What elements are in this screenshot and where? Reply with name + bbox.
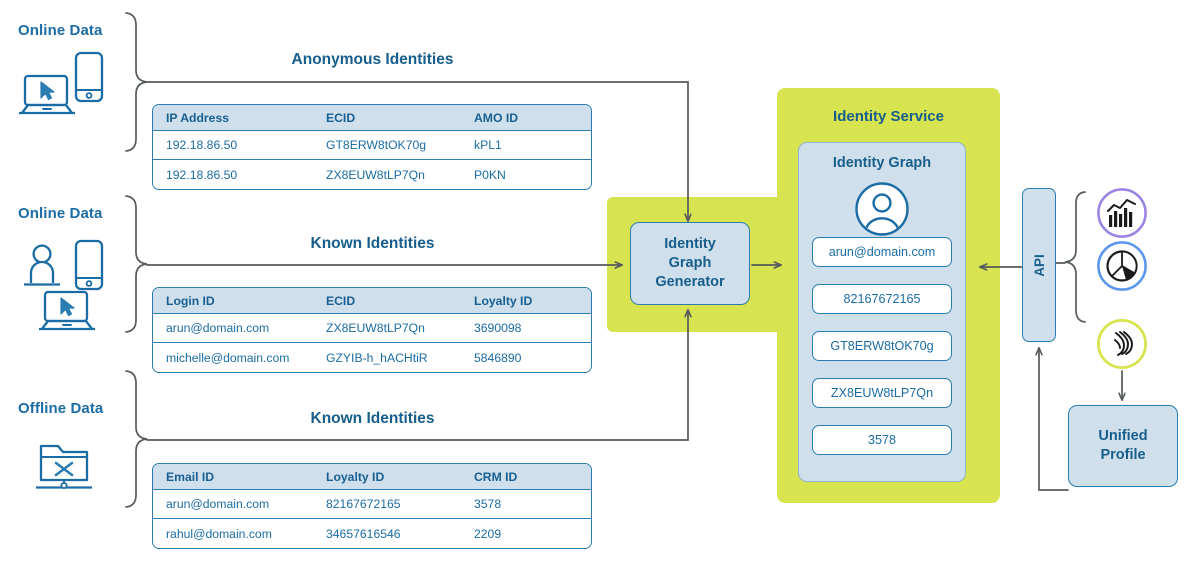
cell: ZX8EUW8tLP7Qn [326, 167, 425, 182]
col-header: AMO ID [474, 110, 519, 125]
cell: arun@domain.com [166, 497, 270, 511]
cell: P0KN [474, 167, 506, 182]
identity-service-title: Identity Service [833, 108, 944, 125]
table-row: arun@domain.com 82167672165 3578 [153, 490, 591, 519]
cell: michelle@domain.com [166, 350, 290, 365]
source-label-2: Offline Data [18, 400, 104, 417]
source-table-1: Login ID ECID Loyalty ID arun@domain.com… [152, 287, 592, 373]
cell: GT8ERW8tOK70g [326, 138, 427, 152]
col-header: Login ID [166, 293, 215, 308]
table-header-row: Login ID ECID Loyalty ID [153, 288, 591, 314]
cell: arun@domain.com [166, 321, 270, 335]
journey-optimizer-icon[interactable] [1096, 318, 1148, 370]
identity-node[interactable]: ZX8EUW8tLP7Qn [812, 378, 952, 408]
cell: 2209 [474, 526, 502, 541]
section-title-0: Anonymous Identities [291, 51, 454, 68]
cell: 192.18.86.50 [166, 167, 238, 182]
col-header: Email ID [166, 469, 215, 484]
api-box[interactable]: API [1022, 188, 1056, 342]
generator-line-1: Identity [664, 236, 716, 252]
cell: 34657616546 [326, 526, 401, 541]
col-header: ECID [326, 293, 356, 308]
cell: GZYIB-h_hACHtiR [326, 350, 428, 365]
section-title-1: Known Identities [310, 235, 435, 252]
person-icon [24, 244, 60, 286]
folder-x-icon [36, 444, 92, 490]
identity-node[interactable]: 82167672165 [812, 284, 952, 314]
cell: 5846890 [474, 350, 522, 365]
pie-chart-icon[interactable] [1096, 240, 1148, 292]
mobile-phone-icon [74, 239, 104, 291]
table-header-row: Email ID Loyalty ID CRM ID [153, 464, 591, 490]
cell: 3690098 [474, 321, 522, 335]
identity-node[interactable]: arun@domain.com [812, 237, 952, 267]
generator-line-3: Generator [655, 274, 725, 290]
generator-line-2: Graph [668, 255, 712, 271]
cell: 3578 [474, 497, 502, 511]
table-row: arun@domain.com ZX8EUW8tLP7Qn 3690098 [153, 314, 591, 343]
identity-graph-generator-box[interactable]: Identity Graph Generator [630, 222, 750, 305]
table-row: michelle@domain.com GZYIB-h_hACHtiR 5846… [153, 343, 591, 372]
cell: rahul@domain.com [166, 526, 272, 541]
api-label: API [1031, 253, 1047, 277]
table-row: 192.18.86.50 ZX8EUW8tLP7Qn P0KN [153, 160, 591, 189]
cell: 82167672165 [326, 497, 401, 511]
unified-profile-line-1: Unified [1098, 428, 1148, 444]
table-row: 192.18.86.50 GT8ERW8tOK70g kPL1 [153, 131, 591, 160]
col-header: Loyalty ID [474, 293, 533, 308]
laptop-cursor-icon [19, 74, 75, 115]
table-row: rahul@domain.com 34657616546 2209 [153, 519, 591, 548]
identity-node[interactable]: GT8ERW8tOK70g [812, 331, 952, 361]
source-label-1: Online Data [18, 205, 103, 222]
cell: ZX8EUW8tLP7Qn [326, 321, 425, 335]
table-header-row: IP Address ECID AMO ID [153, 105, 591, 131]
analytics-bar-chart-icon[interactable] [1096, 187, 1148, 239]
cell: kPL1 [474, 138, 502, 152]
source-table-2: Email ID Loyalty ID CRM ID arun@domain.c… [152, 463, 592, 549]
source-table-0: IP Address ECID AMO ID 192.18.86.50 GT8E… [152, 104, 592, 190]
col-header: CRM ID [474, 469, 518, 484]
cell: 192.18.86.50 [166, 138, 238, 152]
unified-profile-line-2: Profile [1100, 447, 1146, 463]
col-header: Loyalty ID [326, 469, 385, 484]
mobile-phone-icon [74, 51, 104, 103]
identity-node[interactable]: 3578 [812, 425, 952, 455]
col-header: IP Address [166, 110, 229, 125]
col-header: ECID [326, 110, 356, 125]
source-label-0: Online Data [18, 22, 103, 39]
unified-profile-box[interactable]: Unified Profile [1068, 405, 1178, 487]
section-title-2: Known Identities [310, 410, 435, 427]
identity-graph-title: Identity Graph [832, 155, 932, 171]
person-avatar-icon [855, 182, 909, 236]
laptop-cursor-icon [39, 290, 95, 331]
